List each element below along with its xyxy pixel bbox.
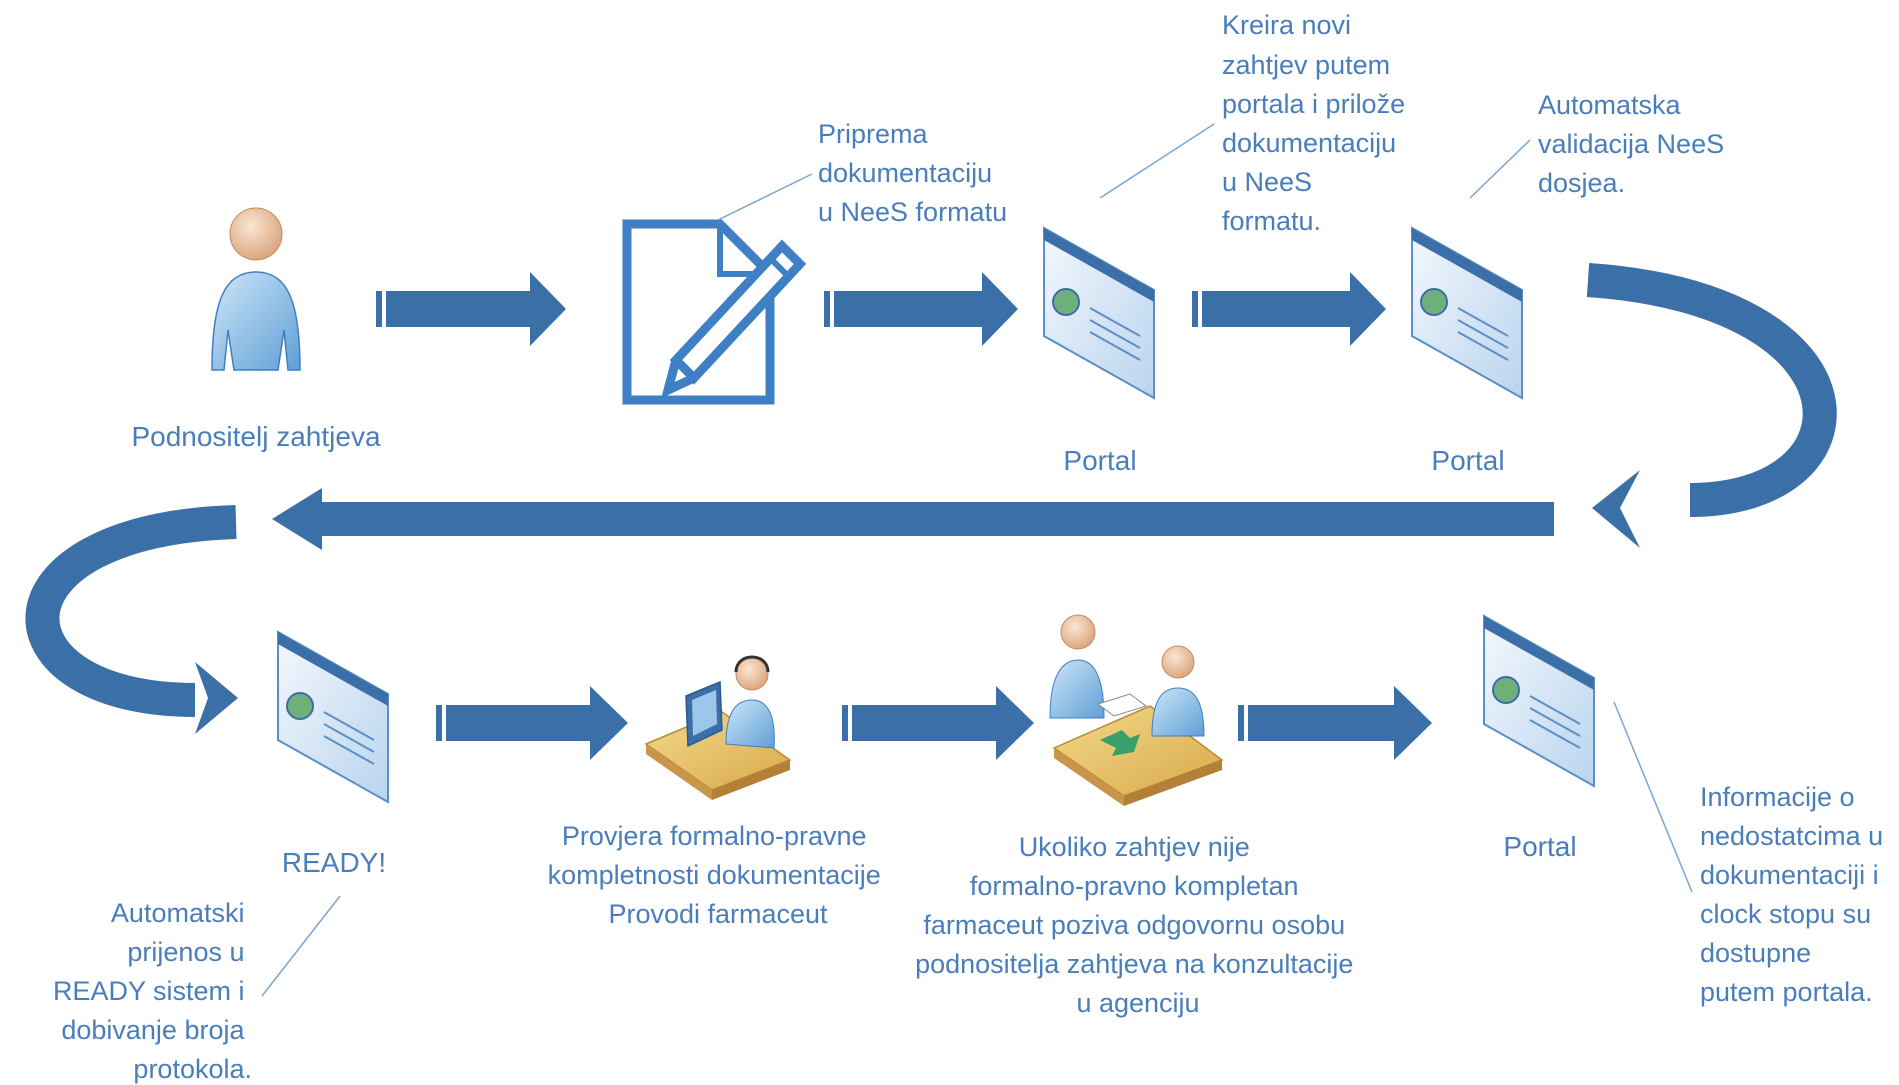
operator-desk-icon <box>644 655 792 800</box>
callout-create-line: dokumentaciju <box>1222 128 1396 158</box>
arrow-6 <box>1238 686 1432 760</box>
portal-window-icon <box>1411 226 1523 400</box>
pharmacist-label: Provjera formalno-pravne kompletnosti do… <box>548 821 889 929</box>
portal-window-icon <box>277 630 389 804</box>
callout-prepare-line: dokumentaciju <box>818 158 992 188</box>
callout-create-line: portala i priložе <box>1222 89 1405 119</box>
callout-info-line: putem portala. <box>1700 977 1873 1007</box>
callout-info-line: nedostatcima u <box>1700 821 1883 851</box>
arrow-5 <box>842 686 1034 760</box>
portal-window-icon <box>1043 226 1155 400</box>
portal2-label: Portal <box>1431 445 1504 476</box>
consultation-label-line: podnositelja zahtjeva na konzultacije <box>915 949 1353 979</box>
callout-transfer-line: dobivanje broja <box>61 1015 245 1045</box>
callout-validate-line: Automatska <box>1538 90 1682 120</box>
callout-info-line: dokumentaciji i <box>1700 860 1879 890</box>
callout-prepare-line: Priprema <box>818 119 929 149</box>
callout-info-line: Informacije o <box>1700 782 1855 812</box>
callout-create-line: zahtjev putem <box>1222 50 1390 80</box>
portal3-label: Portal <box>1503 831 1576 862</box>
portal-window-icon <box>1483 614 1595 788</box>
consultation-label-line: formalno-pravno kompletan <box>970 871 1299 901</box>
pharmacist-label-line: Provjera formalno-pravne <box>562 821 867 851</box>
ready-label: READY! <box>282 847 386 878</box>
arrow-2 <box>824 272 1018 346</box>
callout-lines <box>261 123 1693 997</box>
callout-info: Informacije o nedostatcima u dokumentaci… <box>1700 782 1891 1007</box>
applicant-label: Podnositelj zahtjeva <box>131 421 380 452</box>
callout-create-line: u NeeS <box>1222 167 1312 197</box>
callout-info-line: dostupne <box>1700 938 1811 968</box>
arrow-3 <box>1192 272 1386 346</box>
meeting-icon <box>1049 614 1224 806</box>
document-pencil-icon <box>622 219 807 405</box>
arrow-4 <box>436 686 628 760</box>
pharmacist-label-line: Provodi farmaceut <box>608 899 828 929</box>
callout-prepare-line: u NeeS formatu <box>818 197 1007 227</box>
pharmacist-label-line: kompletnosti dokumentacije <box>548 860 881 890</box>
consultation-label-line: u agenciju <box>1076 988 1199 1018</box>
callout-create: Kreira novi zahtjev putem portala i pril… <box>1222 10 1413 236</box>
callout-transfer-line: prijenos u <box>127 937 244 967</box>
callout-prepare: Priprema dokumentaciju u NeeS formatu <box>818 119 1007 227</box>
callout-transfer: Automatski prijenos u READY sistem i dob… <box>53 898 252 1084</box>
callout-validate: Automatska validacija NeeS dosjea. <box>1538 90 1732 198</box>
curved-arrow-right <box>1586 263 1837 517</box>
callout-transfer-line: protokola. <box>133 1054 252 1084</box>
consultation-label-line: farmaceut poziva odgovornu osobu <box>923 910 1345 940</box>
consultation-label-line: Ukoliko zahtjev nije <box>1019 832 1250 862</box>
curved-arrow-right-head <box>1592 470 1640 548</box>
callout-transfer-line: READY sistem i <box>53 976 245 1006</box>
callout-create-line: Kreira novi <box>1222 10 1351 40</box>
portal1-label: Portal <box>1063 445 1136 476</box>
curved-arrow-left <box>25 505 237 717</box>
callout-validate-line: dosjea. <box>1538 168 1625 198</box>
arrow-1 <box>376 272 566 346</box>
callout-create-line: formatu. <box>1222 206 1321 236</box>
callout-validate-line: validacija NeeS <box>1538 129 1724 159</box>
consultation-label: Ukoliko zahtjev nije formalno-pravno kom… <box>915 832 1361 1018</box>
curved-arrow-left-head <box>195 662 238 734</box>
callout-transfer-line: Automatski <box>111 898 245 928</box>
return-arrow <box>272 488 1554 550</box>
person-icon <box>211 207 301 371</box>
callout-info-line: clock stopu su <box>1700 899 1871 929</box>
